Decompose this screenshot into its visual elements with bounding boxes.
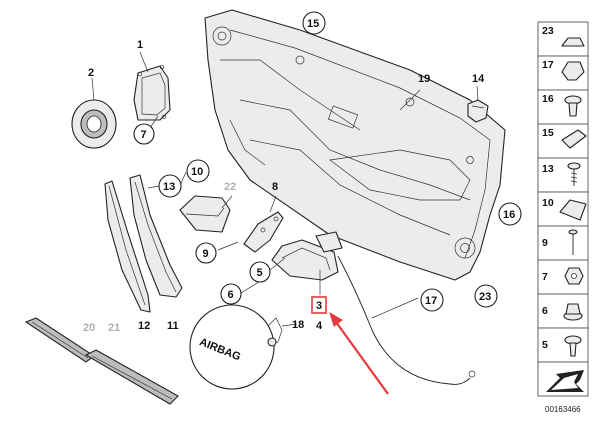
callout-11: 11: [167, 320, 179, 332]
sill-strip-21: [84, 349, 179, 405]
sidebar-num-23: 23: [542, 25, 554, 37]
callout-2: 2: [88, 67, 94, 79]
callout-18: 18: [292, 319, 304, 331]
cable-end: [468, 370, 476, 378]
callout-circle-7: [133, 123, 155, 145]
sidebar-num-15: 15: [542, 127, 554, 139]
callout-23: 23: [479, 291, 491, 303]
callout-1: 1: [137, 39, 143, 51]
callout-8: 8: [272, 181, 278, 193]
callout-6: 6: [228, 289, 234, 301]
callout-7: 7: [141, 129, 147, 141]
sidebar-cell-16: [537, 89, 589, 125]
cable-17: [337, 255, 471, 385]
handle-housing: [271, 231, 343, 281]
callout-circle-17: [420, 288, 444, 312]
trim-strip-11: [129, 174, 183, 298]
clip-14: [467, 99, 489, 123]
pad-icon: [561, 37, 585, 47]
part-18: [267, 317, 283, 347]
expansion-rivet-icon: [564, 95, 582, 117]
sidebar-num-16: 16: [542, 93, 554, 105]
sidebar-cell-13: [537, 157, 589, 193]
callout-14: 14: [472, 73, 485, 85]
sidebar-num-5: 5: [542, 339, 548, 351]
sidebar-num-9: 9: [542, 237, 548, 249]
callout-3: 3: [316, 300, 322, 312]
clip-nut-icon: [561, 61, 585, 81]
callout-circle-13: [158, 174, 182, 198]
callout-circle-23: [474, 284, 498, 308]
bracket-8: [243, 211, 284, 253]
sidebar-num-13: 13: [542, 163, 554, 175]
callout-19: 19: [418, 73, 430, 85]
sidebar-num-6: 6: [542, 305, 548, 317]
callout-10: 10: [191, 166, 203, 178]
callout-circle-9: [195, 242, 217, 264]
trim-strip-12: [104, 180, 151, 313]
callout-5: 5: [257, 267, 263, 279]
callout-circle-10: [186, 159, 210, 183]
callout-circle-6: [220, 283, 242, 305]
highlight-arrow: [329, 311, 389, 395]
nut-icon: [564, 267, 584, 285]
sidebar-num-10: 10: [542, 197, 554, 209]
sidebar-legend: 23 17 16 15 13 10 9 7 6 5: [537, 21, 589, 397]
sidebar-cell-9: [537, 225, 589, 261]
callout-4: 4: [316, 320, 323, 332]
callout-22: 22: [224, 181, 236, 193]
part-22: [179, 195, 231, 233]
callout-13: 13: [163, 181, 175, 193]
callout-16: 16: [503, 209, 515, 221]
callout-12: 12: [138, 320, 150, 332]
door-panel: [204, 9, 506, 281]
sidebar-num-17: 17: [542, 59, 554, 71]
callouts: 1 2 7 10 13 22 8 9 5 6 12 11 20 21 18 3 …: [83, 11, 522, 334]
highlight-box-3: [311, 296, 327, 314]
sidebar-num-7: 7: [542, 271, 548, 283]
callout-9: 9: [203, 248, 209, 260]
callout-15: 15: [307, 18, 319, 30]
airbag-detail: AIRBAG: [189, 304, 275, 390]
rivet-icon: [564, 335, 582, 357]
callout-circle-5: [249, 261, 271, 283]
diagram-code: 00163466: [545, 405, 581, 414]
callout-21: 21: [108, 322, 120, 334]
speaker-cover: [133, 64, 171, 121]
arrow-sheet-inner: [551, 374, 578, 390]
screw-icon: [567, 162, 581, 186]
speaker: [71, 99, 117, 149]
spring-clip-icon: [561, 129, 587, 149]
cap-icon: [563, 303, 583, 321]
pin-icon: [568, 229, 578, 255]
callout-20: 20: [83, 322, 95, 334]
sheet-nut-icon: [559, 199, 587, 221]
callout-17: 17: [425, 295, 437, 307]
callout-circle-16: [498, 202, 522, 226]
callout-circle-15: [302, 11, 326, 35]
